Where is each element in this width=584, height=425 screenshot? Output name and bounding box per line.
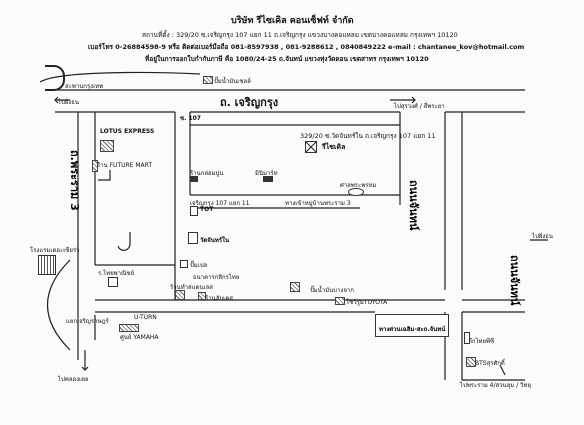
shop-4-icon — [198, 292, 206, 300]
soi-107-label: ซ. 107 — [180, 115, 201, 122]
gas-station-mid: ปั๊มน้ำมันบางจาก — [310, 287, 354, 294]
direction-fangthon-right: ไปฝั่งธน — [532, 233, 554, 240]
rama3-road-label: ถ.พระราม 3 — [68, 150, 81, 211]
direction-khlongtoei: ไปคลองเตย — [58, 376, 89, 383]
company-phone: เบอร์โทร 0-26884598-9 หรือ ติดต่อเบอร์มื… — [88, 43, 525, 51]
compass-icon — [45, 65, 65, 91]
wat-icon — [188, 232, 198, 244]
chan-road-label-1: ถนนจันทน์ — [407, 180, 420, 231]
expressway-label: ทางด่วนเฉลิม-สะถ.จันทน์ — [379, 326, 446, 333]
billing-address: ที่อยู่ในการออกใบกำกับภาษี คือ 1080/24-2… — [145, 55, 429, 63]
recycle-marker-icon — [305, 141, 317, 153]
yamaha-icon — [119, 324, 139, 332]
company-title: บริษัท รีไซเคิล คอนเซ็ฟท์ จำกัด — [231, 16, 354, 26]
shop-2: มินิมาร์ท — [255, 170, 278, 177]
bridge-label: สะพานกรุงเทพ — [65, 83, 104, 90]
future-mart: ร้าน FUTURE MART — [97, 162, 153, 169]
toyota-icon — [335, 297, 345, 305]
hotel-icon — [38, 255, 56, 275]
tot-icon — [190, 206, 198, 216]
bank-1: ปั๊มเปล — [190, 262, 208, 269]
direction-fangthon-top: ไปฝั่งธน — [58, 99, 80, 106]
chan-road-label-2: ถนนจันทน์ — [508, 255, 521, 306]
gas-mid-icon — [290, 282, 300, 292]
toyota-showroom: โชว์รูมTOYOTA — [346, 299, 388, 306]
hotel-label: โรงแรมเดอะเซียร่า — [30, 247, 80, 254]
direction-sathupradit: ไปสุรวงศ์ / สี่พระยา — [394, 103, 445, 110]
wat-chan-nai: วัดจันทร์ใน — [200, 237, 230, 244]
shop-1: ร้านกล่อมปูน — [190, 170, 224, 177]
brahma-shrine: ศาลพระพรหม — [340, 182, 377, 189]
recycle-address: 329/20 ซ.วัดจันทร์ใน ถ.เจริญกรุง 107 แยก… — [300, 132, 436, 140]
bank-1-icon — [180, 260, 188, 268]
bank-3: ตึกไทยพีซี — [468, 338, 495, 345]
bank-3-icon — [464, 332, 470, 344]
shop-4: ร้านลับเคส — [205, 295, 233, 302]
recycle-name: รีไซเคิล — [322, 143, 346, 151]
shop-1-icon — [190, 176, 198, 182]
tot-label: TOT — [200, 206, 214, 213]
yamaha-center: ศูนย์ YAMAHA — [120, 334, 159, 341]
bts-icon — [466, 357, 476, 367]
lotus-express: LOTUS EXPRESS — [100, 128, 155, 135]
bank-2: ธนาคารกสิกรไทย — [193, 274, 240, 281]
soi-11-label: เจริญกรุง 107 แยก 11 — [190, 200, 250, 207]
future-mart-icon — [92, 160, 98, 172]
shop-3-icon — [175, 290, 185, 300]
company-address: สถานที่ตั้ง : 329/20 ซ.เจริญกรุง 107 แยก… — [142, 31, 458, 39]
wat-entrance-label: ทางเข้าหมู่บ้านพระราม 3 — [285, 200, 351, 207]
direction-rama4: ไปพระราม 4/สวนลุม / วิทยุ — [460, 382, 531, 389]
gas-station-icon — [203, 76, 213, 84]
shop-2-icon — [263, 176, 273, 182]
hospital-icon — [108, 277, 118, 287]
shop-3: ร้านทำสแตนเลส — [170, 284, 213, 291]
bts-surasak: BTSสุรศักดิ์ — [475, 360, 505, 367]
hospital-label: ร.ไทยพาณิชย์ — [98, 270, 135, 277]
lotus-building-icon — [100, 140, 114, 152]
shrine-icon — [348, 188, 364, 196]
charoen-rat-junction: แยกเจริญราษฎร์ — [66, 318, 109, 325]
expressway-sign: ทางด่วนเฉลิม-สะถ.จันทน์ — [375, 314, 450, 337]
charoenkrung-road-label: ถ. เจริญกรุง — [220, 96, 279, 109]
gas-station-top: ปั๊มน้ำมันเชลล์ — [214, 78, 251, 85]
uturn-label: U-TURN — [134, 314, 157, 321]
